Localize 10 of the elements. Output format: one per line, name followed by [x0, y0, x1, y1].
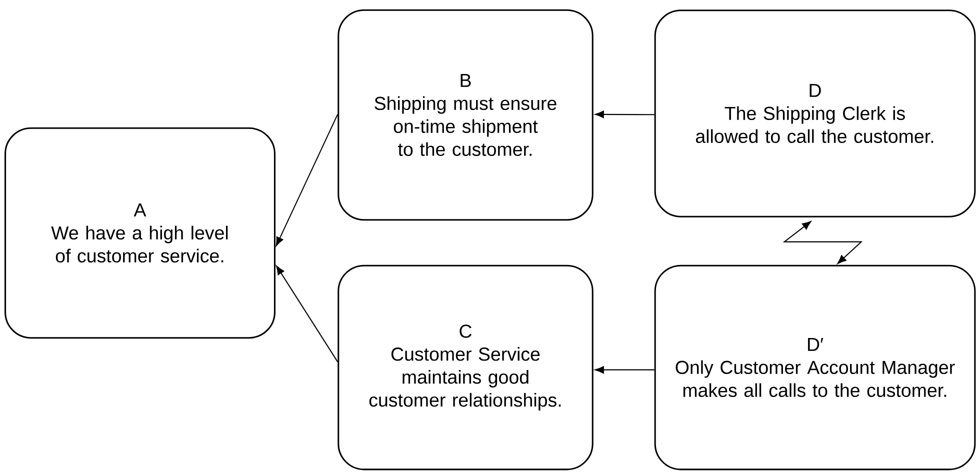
process-box: A We have a high level of customer service. — [4, 127, 276, 339]
process-box: D′ Only Customer Account Manager makes all calls to the customer. — [654, 264, 976, 470]
arrow — [276, 266, 338, 362]
process-box: D The Shipping Clerk is allowed to call the customer. — [654, 10, 976, 218]
conflict-arrow — [782, 221, 863, 264]
arrow — [594, 366, 654, 374]
arrow — [276, 114, 338, 246]
arrow — [594, 110, 654, 118]
process-box: C Customer Service maintains good customer relationships. — [338, 264, 594, 470]
process-box: B Shipping must ensure on-time shipment to the customer. — [338, 9, 594, 221]
